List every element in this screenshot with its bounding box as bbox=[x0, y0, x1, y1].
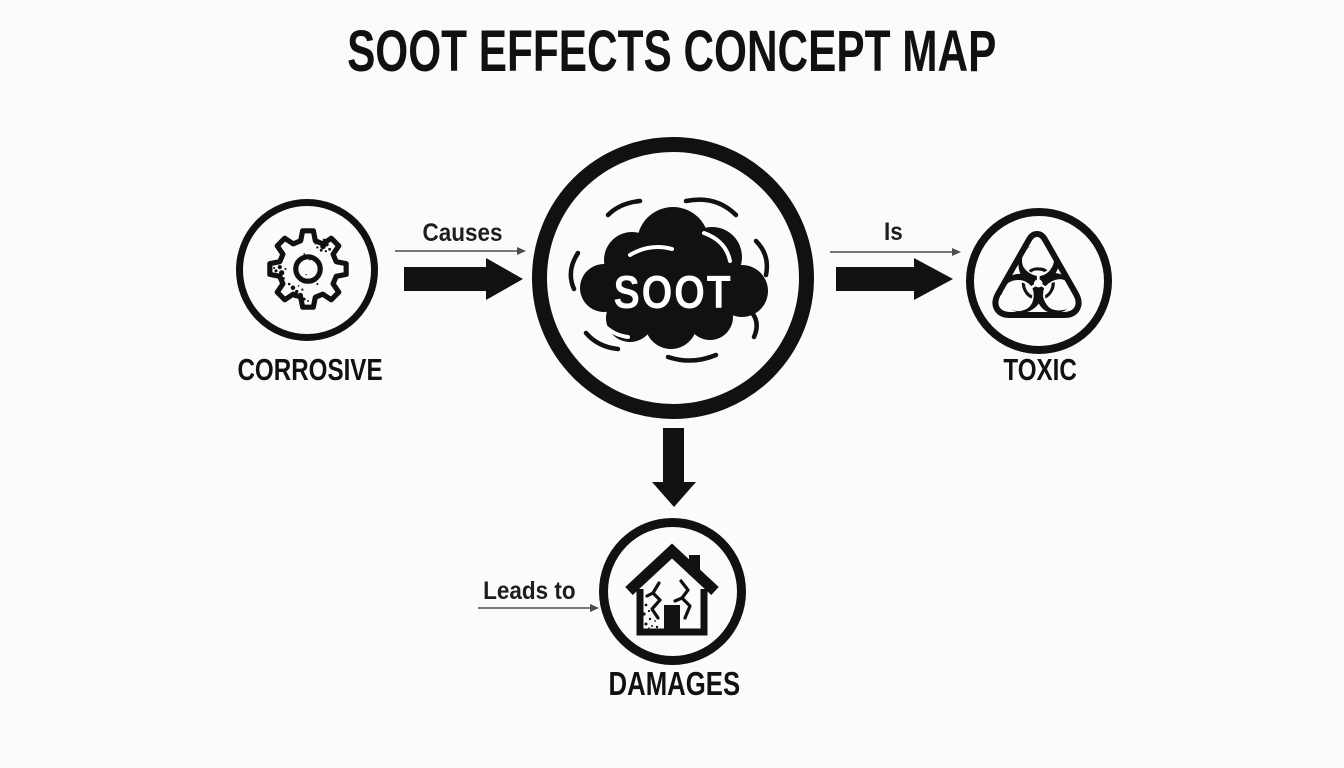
corrosion-speckles bbox=[273, 238, 333, 302]
node-damages-circle bbox=[599, 518, 746, 665]
cloud-swirl-arcs bbox=[568, 197, 770, 363]
leads-to-thick-arrow-icon bbox=[652, 428, 696, 507]
soot-stain-speckles bbox=[641, 603, 659, 629]
soot-cloud-icon: SOOT bbox=[568, 197, 770, 363]
is-thick-arrow-icon bbox=[836, 258, 953, 300]
house-door bbox=[664, 605, 680, 632]
node-toxic-circle bbox=[966, 208, 1112, 354]
page-title-text: SOOT EFFECTS CONCEPT MAP bbox=[347, 19, 997, 84]
corrosive-label: CORROSIVE bbox=[237, 352, 383, 387]
house-roof bbox=[625, 543, 719, 596]
page-title: SOOT EFFECTS CONCEPT MAP bbox=[0, 19, 1344, 84]
edge-label-is: Is bbox=[883, 218, 903, 246]
cloud-highlight-arcs bbox=[600, 231, 732, 339]
edge-label-leads-to: Leads to bbox=[482, 577, 576, 605]
toxic-label: TOXIC bbox=[1003, 352, 1077, 387]
is-thin-arrow-icon bbox=[830, 248, 961, 256]
node-corrosive-circle bbox=[236, 199, 378, 341]
causes-thin-arrow-icon bbox=[395, 247, 526, 255]
biohazard-icon: ☣ bbox=[996, 228, 1080, 335]
cracked-house-icon bbox=[625, 543, 719, 636]
causes-thick-arrow-icon bbox=[404, 258, 523, 300]
damages-label: DAMAGES bbox=[608, 665, 740, 702]
leads-to-thin-arrow-icon bbox=[478, 604, 599, 612]
corroded-gear-icon bbox=[267, 228, 349, 310]
warning-triangle-icon bbox=[992, 230, 1082, 318]
edge-label-causes: Causes bbox=[421, 219, 503, 247]
wall-cracks bbox=[645, 579, 692, 620]
soot-label: SOOT bbox=[614, 267, 733, 318]
